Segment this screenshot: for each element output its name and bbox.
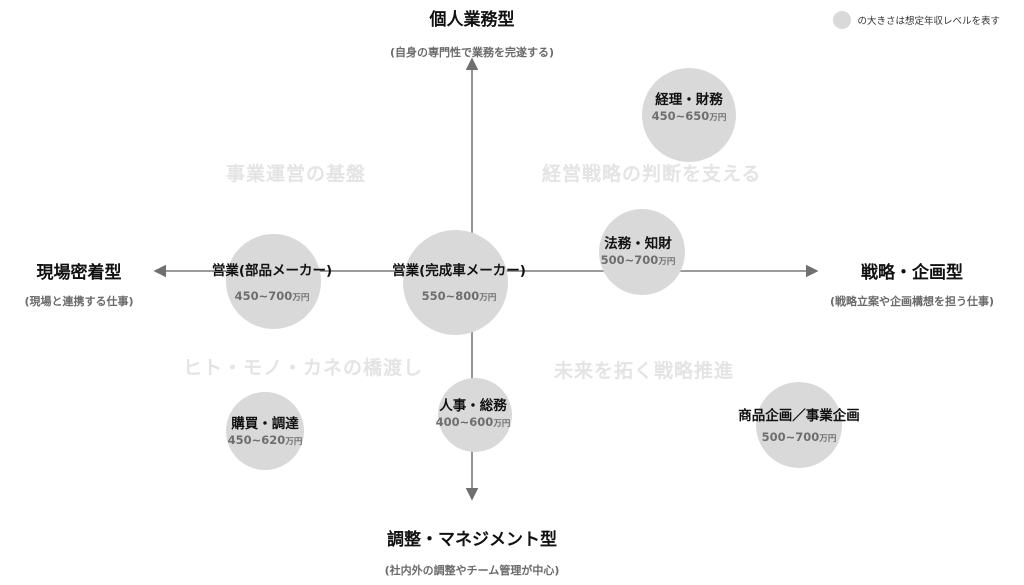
job-salary: 550~800万円 — [392, 289, 526, 306]
salary-range: 500~700 — [600, 253, 659, 267]
job-legal-ip: 法務・知財 500~700万円 — [601, 236, 676, 270]
job-sales-car-maker: 営業(完成車メーカー) 550~800万円 — [392, 263, 526, 306]
bubble-accounting-finance — [642, 68, 736, 162]
salary-unit: 万円 — [285, 437, 303, 447]
bubble-legal-ip — [599, 209, 685, 295]
axis-title: 調整・マネジメント型 — [386, 530, 557, 550]
salary-range: 500~700 — [761, 430, 820, 444]
salary-range: 450~650 — [651, 109, 710, 123]
axis-left-label: 現場密着型 (現場と連携する仕事) — [24, 258, 133, 309]
job-name: 経理・財務 — [655, 92, 723, 108]
job-name: 営業(完成車メーカー) — [392, 263, 526, 279]
legend-circle-icon — [833, 11, 852, 29]
legend: の大きさは想定年収レベルを表す — [833, 11, 1000, 29]
salary-unit: 万円 — [479, 293, 497, 303]
bubble-purchasing — [226, 392, 304, 470]
axis-title: 個人業務型 — [429, 10, 515, 30]
salary-unit: 万円 — [819, 434, 837, 444]
job-name: 人事・総務 — [439, 398, 507, 414]
bubble-sales-parts-maker — [226, 234, 321, 329]
axis-subtitle: (戦略立案や企画構想を担う仕事) — [829, 295, 995, 308]
quadrant-label-bottom-right: 未来を拓く戦略推進 — [554, 360, 735, 382]
bubble-sales-car-maker — [403, 230, 508, 335]
quadrant-label-bottom-left: ヒト・モノ・カネの橋渡し — [183, 357, 424, 379]
salary-unit: 万円 — [709, 113, 727, 123]
axis-subtitle: (自身の専門性で業務を完遂する) — [389, 46, 555, 59]
bubble-product-business-planning — [756, 382, 842, 468]
salary-range: 400~600 — [435, 415, 494, 429]
axis-subtitle: (現場と連携する仕事) — [24, 295, 134, 308]
axis-bottom-label: 調整・マネジメント型 (社内外の調整やチーム管理が中心) — [385, 525, 560, 578]
job-name: 法務・知財 — [604, 236, 672, 252]
quadrant-label-top-right: 経営戦略の判断を支える — [542, 163, 762, 185]
salary-range: 550~800 — [421, 289, 480, 303]
axis-title: 戦略・企画型 — [861, 263, 963, 283]
legend-text: の大きさは想定年収レベルを表す — [857, 16, 1000, 27]
job-salary: 450~620万円 — [228, 433, 303, 450]
bubble-hr-general-affairs — [438, 378, 512, 452]
job-name: 営業(部品メーカー) — [211, 263, 333, 279]
job-hr-general-affairs: 人事・総務 400~600万円 — [436, 398, 511, 432]
job-name: 購買・調達 — [231, 416, 299, 432]
job-salary: 500~700万円 — [738, 430, 860, 447]
salary-range: 450~620 — [227, 433, 286, 447]
salary-unit: 万円 — [658, 257, 676, 267]
job-salary: 500~700万円 — [601, 253, 676, 270]
axis-top-label: 個人業務型 (自身の専門性で業務を完遂する) — [390, 5, 554, 60]
salary-range: 450~700 — [234, 289, 293, 303]
quadrant-label-top-left: 事業運営の基盤 — [226, 163, 367, 185]
salary-unit: 万円 — [292, 293, 310, 303]
salary-unit: 万円 — [493, 419, 511, 429]
job-salary: 450~650万円 — [652, 109, 727, 126]
job-product-business-planning: 商品企画／事業企画 500~700万円 — [738, 408, 860, 447]
job-accounting-finance: 経理・財務 450~650万円 — [652, 92, 727, 126]
axis-subtitle: (社内外の調整やチーム管理が中心) — [384, 564, 560, 577]
axis-right-label: 戦略・企画型 (戦略立案や企画構想を担う仕事) — [830, 258, 994, 309]
job-name: 商品企画／事業企画 — [738, 408, 860, 424]
job-purchasing: 購買・調達 450~620万円 — [228, 416, 303, 450]
job-salary: 450~700万円 — [212, 289, 332, 306]
axis-title: 現場密着型 — [36, 263, 122, 283]
job-sales-parts-maker: 営業(部品メーカー) 450~700万円 — [212, 263, 332, 306]
job-salary: 400~600万円 — [436, 415, 511, 432]
